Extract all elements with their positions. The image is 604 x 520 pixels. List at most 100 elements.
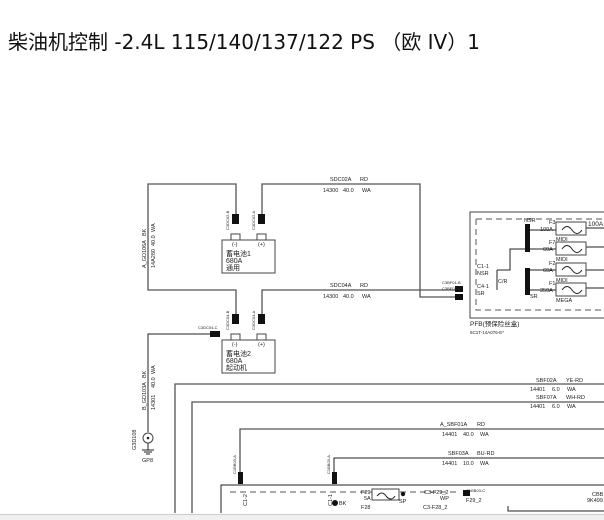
sbf02a-color: YE-RD [566, 378, 583, 384]
battery1-conn-neg: C3DC02-B [225, 210, 230, 230]
pfb-c1: C1-1 [477, 264, 489, 270]
bottom-conn3: C1BB03-C [466, 488, 485, 493]
pfb-nsr: NSR [477, 271, 489, 277]
svg-text:F2: F2 [549, 261, 555, 267]
sdc02a-color: RD [360, 177, 368, 183]
bottom-conn2: C1BB03-A [326, 455, 331, 474]
svg-text:60A: 60A [543, 268, 553, 274]
page-title: 柴油机控制 -2.4L 115/140/137/122 PS （欧 IV）1 [8, 30, 480, 54]
asbf01a-size: 40.0 [463, 432, 474, 438]
bgd103a-circuit: 14301 [151, 395, 157, 410]
bottom-c11: C1-1 [328, 494, 334, 506]
agd106a-name: A_GD106A [142, 240, 148, 268]
sdc04a-name: SDC04A [330, 283, 352, 289]
sdc02a-type: WA [362, 188, 371, 194]
bottom-f29: F29 [361, 490, 370, 496]
ground-icon [142, 443, 154, 455]
wire-sbf07a[interactable] [191, 401, 604, 513]
pfb-cr: C/R [498, 279, 508, 285]
agd106a-color: BK [142, 228, 148, 236]
svg-text:F3: F3 [549, 220, 555, 226]
bottom-f29-amp: 5A [364, 496, 371, 502]
sbf03a-name: SBF03A [448, 451, 469, 457]
bottom-c12: C1-2 [243, 494, 249, 506]
wire-b-gd103a[interactable] [147, 333, 210, 432]
svg-text:MIDI: MIDI [556, 237, 568, 243]
sbf07a-color: WH-RD [566, 395, 585, 401]
svg-text:F7: F7 [549, 240, 555, 246]
wire-sdc04a[interactable] [261, 289, 458, 314]
sbf03a-type: WA [480, 461, 489, 467]
bottom-wp: WP [440, 496, 449, 502]
pfb-bus-nsr: NSR [524, 218, 536, 224]
bottom-fuse-box[interactable]: C1BB03-A C1BB03-A C1-2 C1-1 BK F29 5A F2… [220, 455, 604, 513]
bgd103a-color: BK [142, 370, 148, 378]
bottom-label1: C3-F29_2 [424, 490, 448, 496]
pfb-conn1: C3BF01-A [442, 286, 461, 291]
sbf07a-size: 6.0 [552, 404, 560, 410]
battery-2[interactable]: (-) (+) 蓄电池2 680A 起动机 C3DC04-B C3DC04-A … [198, 310, 276, 374]
status-bar [0, 514, 604, 520]
ground-point: GP8 [142, 458, 153, 464]
connector-icon [258, 314, 265, 324]
connector-icon [232, 314, 239, 324]
sdc04a-color: RD [360, 283, 368, 289]
wire-sbf02a[interactable] [174, 383, 604, 513]
bottom-cbb-num: 9K499 [587, 498, 603, 504]
connector-icon [258, 214, 265, 224]
sbf02a-size: 6.0 [552, 387, 560, 393]
sbf03a-circuit: 14401 [442, 461, 457, 467]
sdc04a-size: 40.0 [343, 294, 354, 300]
svg-text:MIDI: MIDI [556, 278, 568, 284]
agd106a-size: 40.0 [151, 235, 157, 246]
bottom-f28: F28 [361, 505, 370, 511]
battery2-name: 蓄电池2 [226, 349, 251, 358]
bottom-f29-2: F29_2 [466, 498, 482, 504]
wire-a-gd106a[interactable] [147, 183, 237, 314]
bottom-label2: C3-F28_2 [423, 505, 447, 511]
pfb-c4: C4-1 [477, 284, 489, 290]
pfb-part: 6C1T-14A076-E* [470, 330, 504, 335]
wire-sbf03a[interactable] [333, 457, 604, 472]
pfb-name: PFB(预保险丝盒) [470, 319, 519, 328]
wire-a-sbf01a[interactable] [239, 428, 604, 472]
bgd103a-type: WA [151, 365, 157, 374]
connector-icon [210, 331, 220, 337]
battery1-neg: (-) [232, 242, 238, 248]
sdc02a-name: SDC02A [330, 177, 352, 183]
battery-1[interactable]: (-) (+) 蓄电池1 680A 通用 C3DC02-B C3DC02-A [221, 210, 276, 274]
battery2-conn-pos: C3DC04-A [251, 310, 256, 330]
sbf02a-name: SBF02A [536, 378, 557, 384]
bottom-bk: BK [339, 501, 347, 507]
battery1-rating: 680A [226, 258, 243, 265]
sdc04a-circuit: 14300 [323, 294, 338, 300]
sbf07a-name: SBF07A [536, 395, 557, 401]
svg-text:60A: 60A [543, 247, 553, 253]
agd106a-circuit: 14A280 [151, 249, 157, 268]
battery2-conn-neg: C3DC04-B [225, 310, 230, 330]
pfb-sr: SR [477, 291, 485, 297]
sbf07a-type: WA [567, 404, 576, 410]
battery1-use: 通用 [226, 263, 240, 272]
ground-connector: G3D108 [132, 430, 138, 451]
pfb-bus-sr: SR [530, 294, 538, 300]
battery2-conn-c: C3DC04-C [198, 325, 218, 330]
sbf07a-circuit: 14401 [530, 404, 545, 410]
pre-fuse-box[interactable]: C3BF01-A C3BF01-B C1-1 NSR C4-1 SR C/R N… [442, 211, 604, 335]
sdc04a-type: WA [362, 294, 371, 300]
sbf03a-size: 10.0 [463, 461, 474, 467]
battery2-neg: (-) [232, 342, 238, 348]
battery1-conn-pos: C3DC02-A [251, 210, 256, 230]
wire-sdc02a[interactable] [261, 183, 458, 298]
agd106a-type: WA [151, 223, 157, 232]
sdc02a-size: 40.0 [343, 188, 354, 194]
svg-text:MEGA: MEGA [556, 298, 573, 304]
bottom-cbb: CBB [592, 492, 604, 498]
battery2-pos: (+) [258, 342, 265, 348]
battery1-pos: (+) [258, 242, 265, 248]
sbf02a-circuit: 14401 [530, 387, 545, 393]
